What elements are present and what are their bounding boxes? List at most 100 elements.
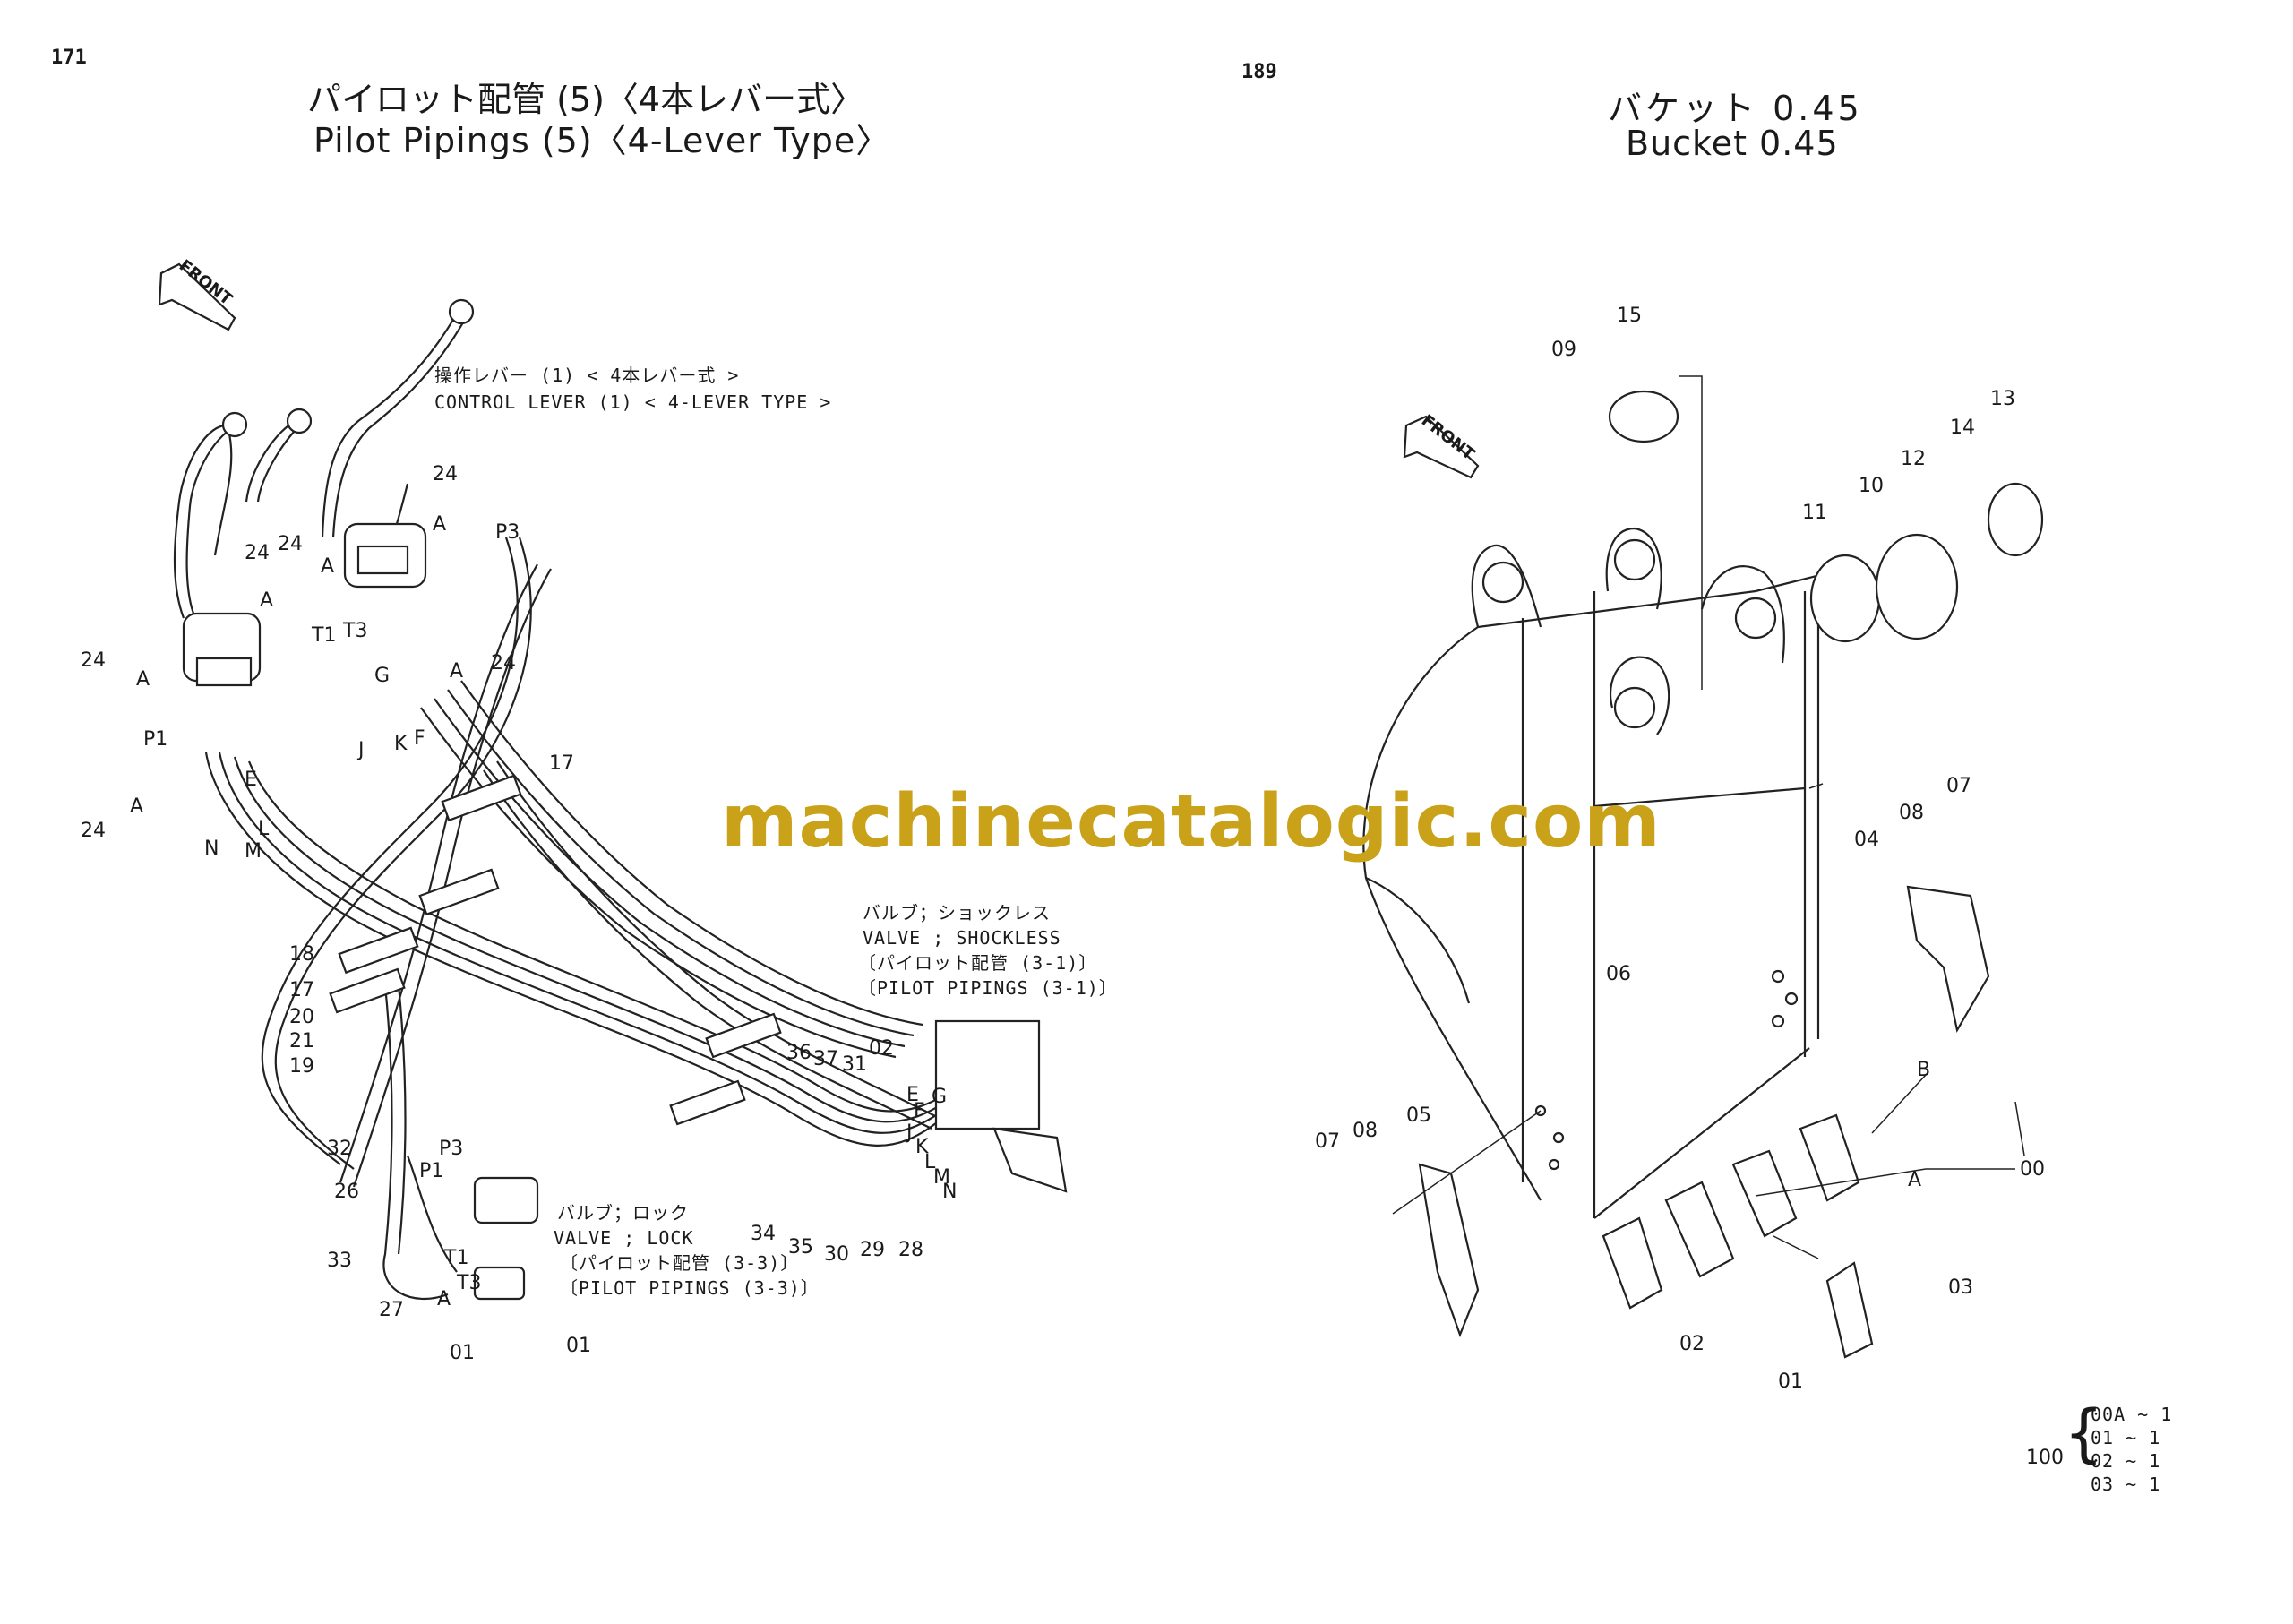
callout: 24 bbox=[491, 652, 516, 675]
callout: T3 bbox=[343, 620, 368, 642]
callout: 24 bbox=[81, 649, 106, 672]
callout: J bbox=[358, 739, 365, 761]
note-valve-shockless-jp: バルブ；ショックレス bbox=[863, 902, 1051, 924]
callout: 08 bbox=[1899, 802, 1924, 824]
callout: 11 bbox=[1802, 502, 1827, 524]
callout: 07 bbox=[1315, 1130, 1340, 1153]
callout: 01 bbox=[1778, 1371, 1803, 1393]
assembly-qty-brace: { bbox=[2064, 1396, 2104, 1470]
callout: P1 bbox=[143, 728, 168, 751]
callout: P3 bbox=[439, 1138, 464, 1160]
valve-shockless-block bbox=[934, 1019, 1068, 1193]
callout: 24 bbox=[278, 533, 303, 555]
callout: 00 bbox=[2020, 1158, 2045, 1181]
note-valve-lock-jp: バルブ；ロック bbox=[557, 1202, 689, 1224]
callout: 02 bbox=[1679, 1333, 1705, 1355]
control-lever-box-left bbox=[182, 612, 262, 687]
callout: G bbox=[374, 665, 391, 687]
callout: A bbox=[437, 1288, 451, 1310]
bucket-teeth bbox=[1602, 1113, 1874, 1359]
note-pilot-33-en: 〔PILOT PIPINGS (3-3)〕 bbox=[560, 1277, 820, 1299]
assembly-qty-row: 02 ~ 1 bbox=[2091, 1450, 2161, 1472]
callout: 08 bbox=[1353, 1120, 1378, 1142]
callout: 02 bbox=[869, 1037, 894, 1060]
callout: 32 bbox=[327, 1138, 352, 1160]
assembly-qty-row: 00A ~ 1 bbox=[2091, 1404, 2173, 1425]
page-title-jp-right: バケット 0.45 bbox=[1608, 89, 1863, 128]
callout: 24 bbox=[245, 542, 270, 564]
callout: 17 bbox=[289, 979, 314, 1001]
callout: 20 bbox=[289, 1006, 314, 1028]
assembly-qty-row: 03 ~ 1 bbox=[2091, 1474, 2161, 1495]
callout: M bbox=[245, 840, 262, 863]
valve-lock bbox=[473, 1176, 539, 1301]
callout: 27 bbox=[379, 1299, 404, 1321]
callout: 21 bbox=[289, 1030, 314, 1053]
callout: N bbox=[204, 838, 219, 860]
callout: 10 bbox=[1859, 475, 1884, 497]
pin-assembly bbox=[1608, 375, 2044, 789]
note-valve-lock-en: VALVE ; LOCK bbox=[554, 1227, 694, 1249]
callout: K bbox=[915, 1136, 929, 1158]
callout: F bbox=[914, 1100, 925, 1122]
pilot-hose-bundle bbox=[204, 537, 958, 1301]
page-number-left: 171 bbox=[51, 47, 87, 69]
page-number-right: 189 bbox=[1241, 61, 1277, 83]
callout: 24 bbox=[433, 463, 458, 485]
callout: 13 bbox=[1990, 388, 2015, 410]
callout: 14 bbox=[1950, 417, 1975, 439]
callout: 28 bbox=[898, 1239, 923, 1261]
callout: 17 bbox=[549, 752, 574, 775]
callout: 19 bbox=[289, 1055, 314, 1078]
callout: A bbox=[321, 555, 335, 578]
callout: 34 bbox=[751, 1223, 776, 1245]
callout: 31 bbox=[842, 1053, 867, 1076]
callout: 12 bbox=[1901, 448, 1926, 470]
note-valve-shockless-en: VALVE ; SHOCKLESS bbox=[863, 927, 1061, 949]
note-control-lever-en: CONTROL LEVER (1) < 4-LEVER TYPE > bbox=[434, 391, 832, 413]
watermark: machinecatalogic.com bbox=[721, 779, 1662, 864]
callout: B bbox=[1917, 1059, 1931, 1081]
front-arrow-right bbox=[1403, 415, 1480, 479]
callout: 07 bbox=[1946, 775, 1971, 797]
callout: T1 bbox=[312, 624, 337, 647]
callout: P3 bbox=[495, 521, 520, 544]
callout: 03 bbox=[1948, 1276, 1973, 1299]
assembly-qty-row: 01 ~ 1 bbox=[2091, 1427, 2161, 1448]
page-title-en-right: Bucket 0.45 bbox=[1626, 124, 1839, 163]
note-pilot-33-jp: 〔パイロット配管 (3-3)〕 bbox=[560, 1252, 800, 1274]
hose-clamps bbox=[329, 774, 782, 1126]
callout: F bbox=[414, 727, 425, 750]
leader-lines-right bbox=[1392, 1074, 2025, 1259]
callout: N bbox=[942, 1181, 958, 1203]
callout: 18 bbox=[289, 943, 314, 966]
callout: 33 bbox=[327, 1250, 352, 1272]
page-title-en-left: Pilot Pipings (5)〈4-Lever Type〉 bbox=[313, 121, 891, 160]
callout: 26 bbox=[334, 1181, 359, 1203]
callout: A bbox=[450, 660, 464, 683]
callout: 01 bbox=[566, 1335, 591, 1357]
callout: K bbox=[394, 733, 408, 755]
callout: P1 bbox=[419, 1160, 444, 1182]
callout: M bbox=[933, 1166, 950, 1189]
callout: A bbox=[130, 795, 144, 818]
note-pilot-31-jp: 〔パイロット配管 (3-1)〕 bbox=[858, 952, 1098, 974]
callout: A bbox=[136, 668, 150, 691]
callout: L bbox=[258, 818, 270, 840]
callout: 29 bbox=[860, 1239, 885, 1261]
control-lever-box-right bbox=[343, 522, 427, 589]
callout: A bbox=[260, 589, 274, 612]
callout: 37 bbox=[813, 1048, 838, 1070]
callout: 06 bbox=[1606, 963, 1631, 985]
side-cutters bbox=[1418, 885, 1990, 1338]
callout: T1 bbox=[444, 1247, 469, 1269]
callout: 30 bbox=[824, 1243, 849, 1266]
callout: G bbox=[932, 1086, 948, 1108]
callout: T3 bbox=[457, 1272, 482, 1294]
note-control-lever-jp: 操作レバー (1) < 4本レバー式 > bbox=[434, 365, 740, 386]
callout: 35 bbox=[788, 1236, 813, 1259]
callout: A bbox=[433, 513, 447, 536]
control-lever-hoses bbox=[173, 298, 475, 619]
callout: 15 bbox=[1617, 305, 1642, 327]
